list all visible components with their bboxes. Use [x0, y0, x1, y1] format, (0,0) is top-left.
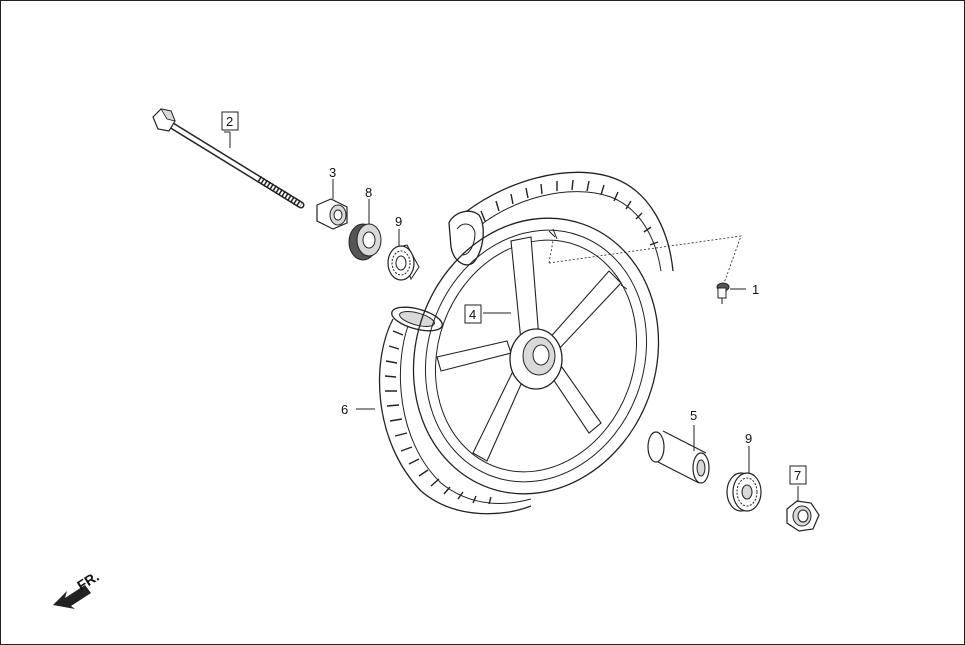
callout-collar: 3: [329, 165, 336, 180]
callout-bearing-left: 9: [395, 214, 402, 229]
axle-bolt: [152, 108, 305, 209]
callout-bearing-right: 9: [745, 431, 752, 446]
callout-labels: 1 2 3 4 5 6 7 8 9 9 FR.: [74, 111, 807, 594]
tire-valve: [716, 282, 746, 304]
callout-spacer: 5: [690, 408, 697, 423]
oil-seal: [348, 199, 382, 261]
callout-axle: 2: [226, 114, 233, 129]
spacer-collar: [647, 425, 710, 484]
bearing-left: [387, 229, 420, 281]
callout-tire: 6: [341, 402, 348, 417]
axle-collar: [316, 179, 348, 230]
callout-box-nut: [789, 465, 807, 485]
wheel-rim: [412, 217, 660, 495]
valve-guide-line: [548, 235, 742, 287]
callout-seal: 8: [365, 185, 372, 200]
callout-nut: 7: [794, 468, 801, 483]
callout-wheel: 4: [469, 307, 476, 322]
callout-box-wheel: [464, 304, 482, 324]
bearing-right: [726, 446, 762, 512]
front-direction-arrow-icon: [53, 585, 91, 609]
axle-nut: [786, 486, 820, 532]
callout-valve: 1: [752, 282, 759, 297]
callout-box-axle: [221, 111, 239, 131]
tire: [356, 171, 674, 515]
